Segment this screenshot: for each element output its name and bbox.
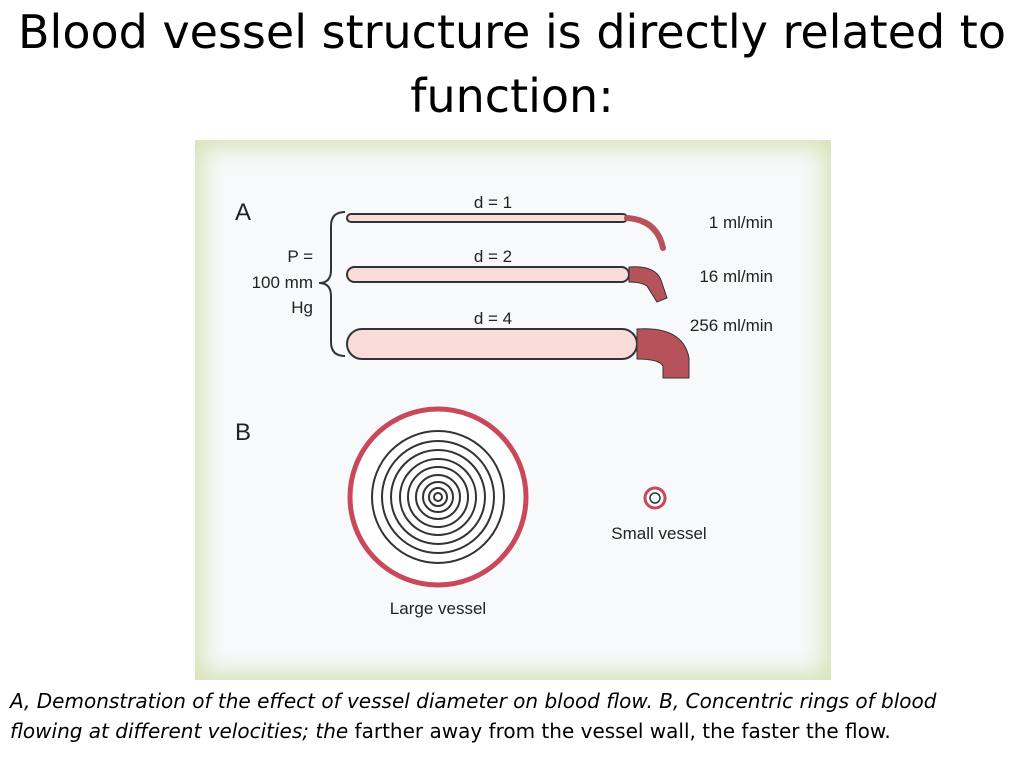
small-vessel-wall	[643, 486, 667, 510]
vessel-3-outflow	[636, 328, 690, 379]
panel-a-label: A	[235, 199, 251, 226]
large-vessel-label: Large vessel	[390, 599, 486, 618]
vessel-2-flow-label: 16 ml/min	[699, 267, 773, 286]
large-vessel-wall	[347, 406, 529, 588]
velocity-ring	[433, 492, 443, 502]
vessel-3-tube	[346, 328, 638, 360]
vessel-2-diameter-label: d = 2	[474, 247, 512, 266]
vessel-1-outflow	[624, 215, 666, 251]
velocity-ring	[390, 449, 486, 545]
small-vessel-label: Small vessel	[611, 524, 706, 543]
caption-normal-text: farther away from the vessel wall, the f…	[348, 719, 891, 743]
pressure-label-line-2: 100 mm	[252, 273, 313, 292]
velocity-ring	[371, 430, 505, 564]
velocity-ring	[415, 474, 461, 520]
vessel-3-flow-label: 256 ml/min	[690, 316, 773, 335]
small-vessel-cross-section	[643, 486, 667, 510]
title-line-1: Blood vessel structure is directly relat…	[18, 5, 1006, 59]
velocity-ring	[407, 466, 469, 528]
pressure-brace	[318, 211, 346, 357]
velocity-ring	[428, 487, 448, 507]
velocity-ring	[381, 440, 495, 554]
pressure-label-line-3: Hg	[291, 298, 313, 317]
panel-b-label: B	[235, 419, 251, 446]
slide-title: Blood vessel structure is directly relat…	[0, 0, 1024, 128]
vessel-1-flow-label: 1 ml/min	[709, 213, 773, 232]
vessel-2-tube	[346, 266, 630, 283]
vessel-2-outflow	[628, 266, 668, 303]
vessel-1-tube	[346, 213, 628, 223]
velocity-ring	[649, 492, 661, 504]
velocity-ring	[422, 481, 454, 513]
vessel-diagram: A P = 100 mm Hg d = 1 1 ml/min d = 2 16 …	[195, 140, 831, 680]
large-vessel-cross-section	[347, 406, 529, 588]
caption-italic-text: A, Demonstration of the effect of vessel…	[10, 689, 937, 743]
vessel-1-diameter-label: d = 1	[474, 193, 512, 212]
velocity-ring	[399, 458, 477, 536]
figure-caption: A, Demonstration of the effect of vessel…	[10, 686, 1014, 746]
diagram-canvas: A P = 100 mm Hg d = 1 1 ml/min d = 2 16 …	[235, 193, 773, 618]
pressure-label-line-1: P =	[287, 247, 313, 266]
title-line-2: function:	[410, 69, 614, 123]
vessel-3-diameter-label: d = 4	[474, 309, 512, 328]
